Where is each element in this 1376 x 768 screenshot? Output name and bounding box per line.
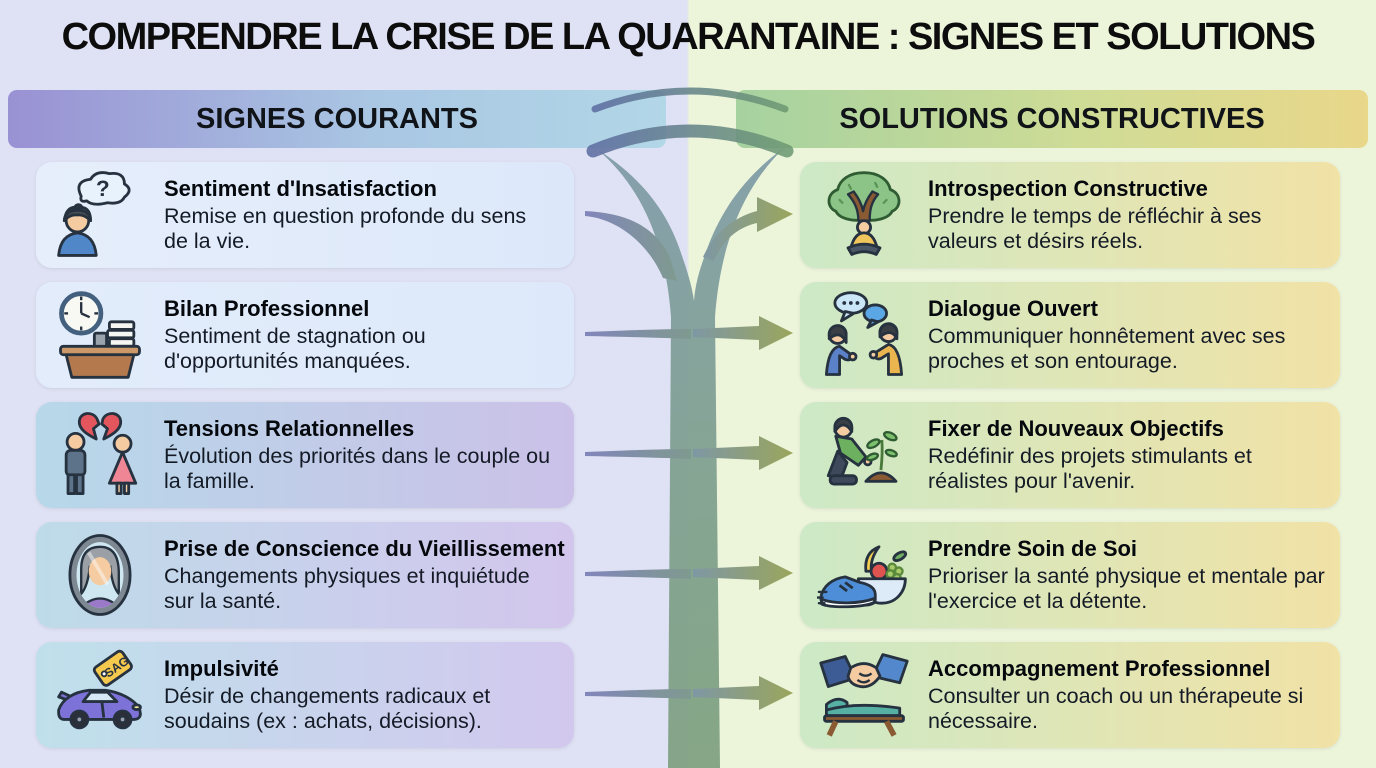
card-desc: Prioriser la santé physique et mentale p… bbox=[928, 564, 1325, 613]
card-title: Tensions Relationnelles bbox=[164, 416, 415, 442]
connector-row2 bbox=[585, 329, 691, 339]
card-desc: Redéfinir des projets stimulants et réal… bbox=[928, 444, 1252, 493]
bridge-icon bbox=[586, 87, 794, 158]
card-soin: Prendre Soin de Soi Prioriser la santé p… bbox=[800, 522, 1340, 628]
selfcare-icon bbox=[800, 528, 928, 622]
header-signs: SIGNES COURANTS bbox=[8, 90, 666, 148]
card-objectifs: Fixer de Nouveaux Objectifs Redéfinir de… bbox=[800, 402, 1340, 508]
bridge-tree-arrows-graphic bbox=[585, 87, 794, 768]
header-solutions: SOLUTIONS CONSTRUCTIVES bbox=[736, 90, 1368, 148]
card-desc: Désir de changements radicaux et soudain… bbox=[164, 684, 491, 733]
meditation-tree-icon bbox=[800, 168, 928, 262]
connector-row5 bbox=[585, 689, 691, 699]
card-title: Dialogue Ouvert bbox=[928, 296, 1098, 322]
card-desc: Sentiment de stagnation ou d'opportunité… bbox=[164, 324, 426, 373]
card-desc: Prendre le temps de réfléchir à ses vale… bbox=[928, 204, 1262, 253]
card-desc: Changements physiques et inquiétude sur … bbox=[164, 564, 530, 613]
header-solutions-label: SOLUTIONS CONSTRUCTIVES bbox=[839, 102, 1265, 135]
card-accompagnement: Accompagnement Professionnel Consulter u… bbox=[800, 642, 1340, 748]
arrow-row3 bbox=[693, 436, 793, 470]
card-title: Bilan Professionnel bbox=[164, 296, 370, 322]
connector-row4 bbox=[585, 569, 691, 579]
planting-goals-icon bbox=[800, 408, 928, 502]
dialogue-icon bbox=[800, 288, 928, 382]
mirror-aging-icon bbox=[36, 528, 164, 622]
connector-row3 bbox=[585, 449, 691, 459]
card-title: Impulsivité bbox=[164, 656, 279, 682]
question-glyph: ? bbox=[96, 176, 110, 201]
card-dialogue: Dialogue Ouvert Communiquer honnêtement … bbox=[800, 282, 1340, 388]
card-insatisfaction: ? Sentiment d'Insatisfaction Remise en q… bbox=[36, 162, 574, 268]
card-title: Introspection Constructive bbox=[928, 176, 1208, 202]
handshake-therapy-icon bbox=[800, 648, 928, 742]
solutions-column: Introspection Constructive Prendre le te… bbox=[800, 162, 1340, 748]
broken-heart-couple-icon bbox=[36, 408, 164, 502]
header-signs-label: SIGNES COURANTS bbox=[196, 102, 478, 135]
arrow-row5 bbox=[693, 676, 793, 710]
signs-column: ? Sentiment d'Insatisfaction Remise en q… bbox=[36, 162, 574, 748]
arrow-row1 bbox=[703, 197, 793, 261]
arrow-row2 bbox=[693, 316, 793, 350]
card-title: Sentiment d'Insatisfaction bbox=[164, 176, 437, 202]
person-question-icon: ? bbox=[36, 168, 164, 262]
clock-desk-icon bbox=[36, 288, 164, 382]
card-impulsivite: SAG Impulsivité bbox=[36, 642, 574, 748]
card-vieillissement: Prise de Conscience du Vieillissement Ch… bbox=[36, 522, 574, 628]
card-title: Prise de Conscience du Vieillissement bbox=[164, 536, 565, 562]
card-title: Accompagnement Professionnel bbox=[928, 656, 1271, 682]
card-tensions: Tensions Relationnelles Évolution des pr… bbox=[36, 402, 574, 508]
card-desc: Communiquer honnêtement avec ses proches… bbox=[928, 324, 1286, 373]
card-title: Prendre Soin de Soi bbox=[928, 536, 1138, 562]
card-title: Fixer de Nouveaux Objectifs bbox=[928, 416, 1224, 442]
card-desc: Consulter un coach ou un thérapeute si n… bbox=[928, 684, 1304, 733]
sports-car-sale-icon: SAG bbox=[36, 648, 164, 742]
card-desc: Évolution des priorités dans le couple o… bbox=[164, 444, 551, 493]
card-bilan: Bilan Professionnel Sentiment de stagnat… bbox=[36, 282, 574, 388]
arrow-row4 bbox=[693, 556, 793, 590]
card-introspection: Introspection Constructive Prendre le te… bbox=[800, 162, 1340, 268]
page-title: COMPRENDRE LA CRISE DE LA QUARANTAINE : … bbox=[61, 16, 1316, 58]
card-desc: Remise en question profonde du sens de l… bbox=[164, 204, 527, 253]
connector-row1 bbox=[585, 211, 677, 281]
